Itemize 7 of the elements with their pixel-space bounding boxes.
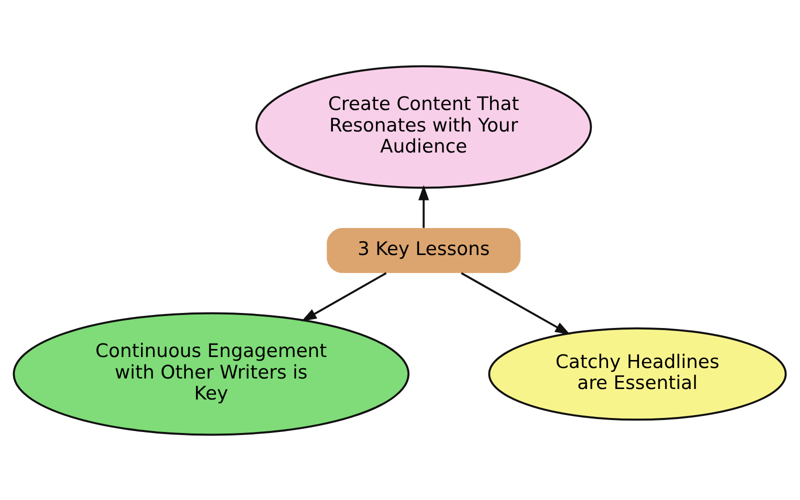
node-ellipse: Create Content That Resonates with Your Audience [255, 64, 592, 188]
node-ellipse: Continuous Engagement with Other Writers is Key [12, 312, 410, 436]
node-box: 3 Key Lessons [326, 228, 521, 272]
arrow [418, 184, 430, 228]
arrow [301, 272, 387, 321]
node-ellipse: Catchy Headlines are Essential [488, 326, 787, 420]
arrow [460, 272, 570, 334]
